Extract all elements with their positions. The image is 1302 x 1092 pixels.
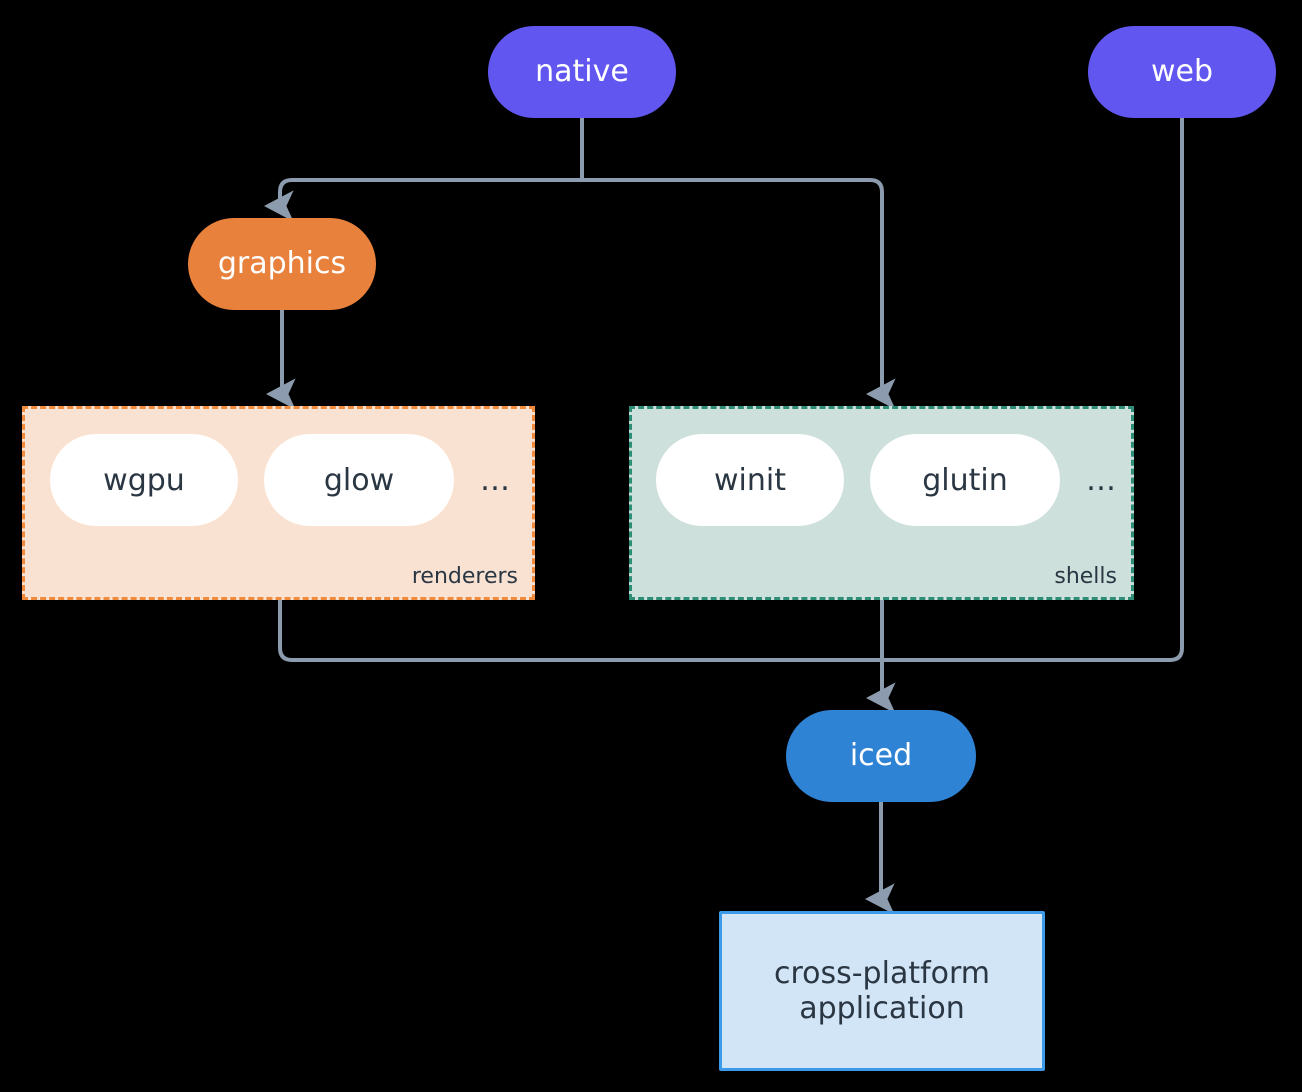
node-web[interactable]: web xyxy=(1088,26,1276,118)
node-glutin[interactable]: glutin xyxy=(870,434,1060,526)
node-glow[interactable]: glow xyxy=(264,434,454,526)
node-iced[interactable]: iced xyxy=(786,710,976,802)
node-native[interactable]: native xyxy=(488,26,676,118)
node-winit[interactable]: winit xyxy=(656,434,844,526)
shells-ellipsis: … xyxy=(1078,460,1124,500)
node-web-label: web xyxy=(1150,54,1214,90)
node-glutin-label: glutin xyxy=(922,462,1008,498)
node-graphics-label: graphics xyxy=(217,246,347,282)
edge-renderers-iced xyxy=(278,598,884,662)
renderers-ellipsis: … xyxy=(472,460,518,500)
node-wgpu[interactable]: wgpu xyxy=(50,434,238,526)
node-native-label: native xyxy=(535,54,629,90)
group-shells-label: shells xyxy=(1054,564,1117,589)
node-application-label: cross-platform application xyxy=(773,955,991,1026)
edge-native-shells xyxy=(580,178,896,410)
node-glow-label: glow xyxy=(323,462,395,498)
edge-native-graphics xyxy=(263,178,584,222)
node-iced-label: iced xyxy=(849,738,913,774)
group-renderers-label: renderers xyxy=(411,564,518,589)
node-application[interactable]: cross-platform application xyxy=(719,911,1045,1071)
renderers-ellipsis-label: … xyxy=(480,462,510,498)
node-winit-label: winit xyxy=(714,462,786,498)
node-graphics[interactable]: graphics xyxy=(188,218,376,310)
node-wgpu-label: wgpu xyxy=(103,462,185,498)
shells-ellipsis-label: … xyxy=(1086,462,1116,498)
